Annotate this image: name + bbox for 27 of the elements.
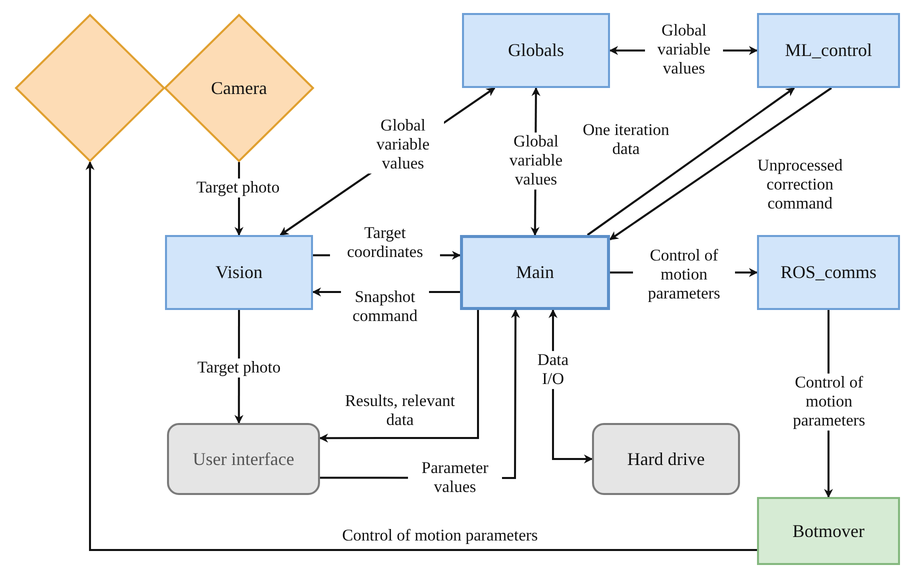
module-box (165, 235, 313, 310)
node-label: Main (515, 262, 555, 283)
module-box (462, 13, 610, 88)
node-label: Vision (214, 262, 264, 283)
arrow (86, 161, 757, 551)
module-box (757, 235, 900, 310)
module-box (592, 423, 740, 495)
node-label: ML_control (784, 40, 873, 61)
node-label: ROS_comms (779, 262, 878, 283)
module-box (167, 423, 320, 495)
device-diamond (164, 14, 314, 162)
node-label: User interface (192, 448, 296, 470)
arrow (319, 310, 479, 443)
module-box (460, 235, 610, 310)
device-diamond (15, 14, 165, 162)
arrow (586, 87, 795, 236)
node-label: Camera (210, 78, 268, 98)
edge-label: One iteration data (582, 121, 670, 159)
node-label: Botmover (792, 520, 866, 542)
module-box (757, 13, 900, 88)
arrow (609, 87, 832, 240)
edge-label: Control of motion parameters (341, 526, 539, 546)
module-box (757, 497, 900, 565)
node-label: Hard drive (626, 448, 706, 470)
edge-label: Control of motion parameters (633, 246, 735, 304)
edge-label: Results, relevant data (344, 392, 456, 430)
node-label: Globals (507, 40, 565, 61)
